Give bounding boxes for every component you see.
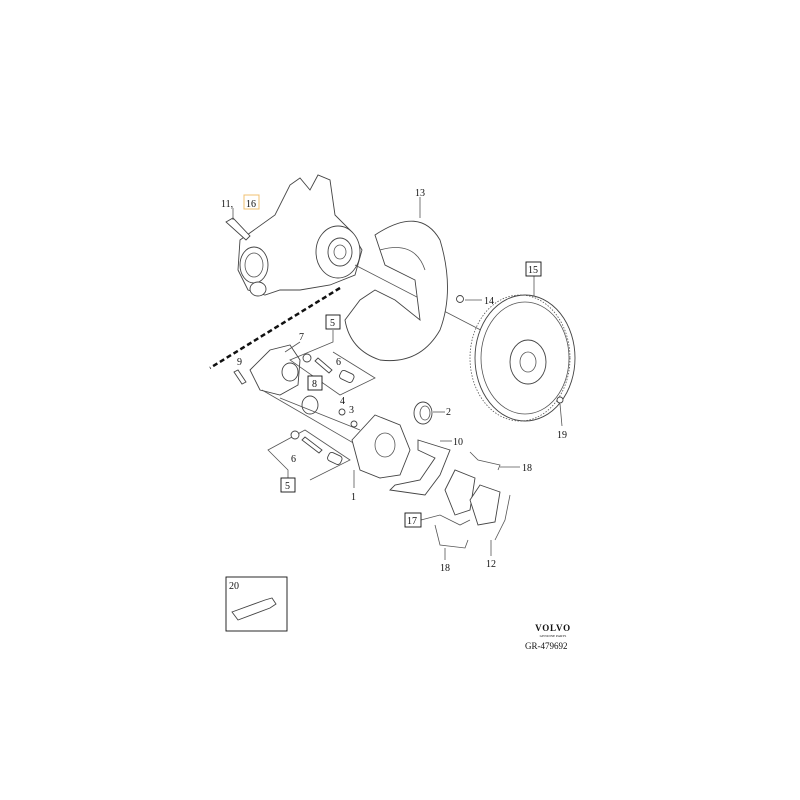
callout-17: 17 bbox=[407, 516, 417, 527]
callout-3: 3 bbox=[349, 405, 354, 416]
callout-9: 9 bbox=[237, 357, 242, 368]
spring-clip-upper[interactable] bbox=[469, 451, 501, 471]
screw-9[interactable] bbox=[233, 369, 247, 385]
callout-12: 12 bbox=[486, 559, 496, 570]
callout-5-lower: 5 bbox=[285, 481, 290, 492]
callout-1: 1 bbox=[351, 492, 356, 503]
callout-4: 4 bbox=[340, 396, 345, 407]
callout-15: 15 bbox=[528, 265, 538, 276]
highlight-box bbox=[243, 194, 260, 210]
callout-6-upper: 6 bbox=[336, 357, 341, 368]
callout-5-upper: 5 bbox=[330, 318, 335, 329]
seal-ring-8[interactable] bbox=[301, 395, 319, 415]
steering-knuckle[interactable] bbox=[237, 174, 363, 297]
bleeder-screw-4[interactable] bbox=[338, 408, 346, 416]
splash-shield[interactable] bbox=[344, 220, 448, 362]
drawing-number: GR-479692 bbox=[525, 641, 568, 651]
guide-pin-kit-lower[interactable] bbox=[267, 429, 351, 481]
leader-line bbox=[279, 397, 361, 431]
callout-6-lower: 6 bbox=[291, 454, 296, 465]
brake-caliper[interactable] bbox=[351, 414, 411, 479]
grease-tube-box[interactable] bbox=[225, 576, 288, 632]
brake-disc[interactable] bbox=[469, 294, 576, 422]
caliper-carrier[interactable] bbox=[389, 439, 451, 496]
bolt-14[interactable] bbox=[456, 295, 464, 303]
leader-line bbox=[559, 403, 563, 427]
callout-14: 14 bbox=[484, 296, 494, 307]
logo-tagline: GENUINE PARTS bbox=[540, 634, 567, 638]
callout-2: 2 bbox=[446, 407, 451, 418]
logo-brand: VOLVO bbox=[535, 623, 571, 633]
dashed-boundary bbox=[209, 286, 341, 370]
callout-18-lower: 18 bbox=[440, 563, 450, 574]
volvo-logo: VOLVO GENUINE PARTS bbox=[535, 623, 571, 638]
callout-20: 20 bbox=[229, 581, 239, 592]
screw-19[interactable] bbox=[556, 396, 564, 404]
parking-brake-motor[interactable] bbox=[249, 344, 301, 396]
callout-18-upper: 18 bbox=[522, 463, 532, 474]
callout-11: 11, bbox=[221, 199, 233, 210]
callout-7: 7 bbox=[299, 332, 304, 343]
brake-pads[interactable] bbox=[444, 469, 511, 541]
bolt-11[interactable] bbox=[225, 217, 251, 241]
piston-seal-2[interactable] bbox=[413, 401, 433, 425]
spring-clip-lower[interactable] bbox=[434, 524, 469, 549]
callout-13: 13 bbox=[415, 188, 425, 199]
callout-labels: 11, 16 13 14 15 5 7 6 8 9 4 3 2 10 18 19… bbox=[221, 188, 567, 592]
callout-8: 8 bbox=[312, 379, 317, 390]
callout-16[interactable]: 16 bbox=[246, 199, 256, 210]
leader-line bbox=[284, 341, 301, 353]
callout-19: 19 bbox=[557, 430, 567, 441]
callout-10: 10 bbox=[453, 437, 463, 448]
leader-line bbox=[420, 514, 471, 526]
cap-3[interactable] bbox=[350, 420, 358, 428]
